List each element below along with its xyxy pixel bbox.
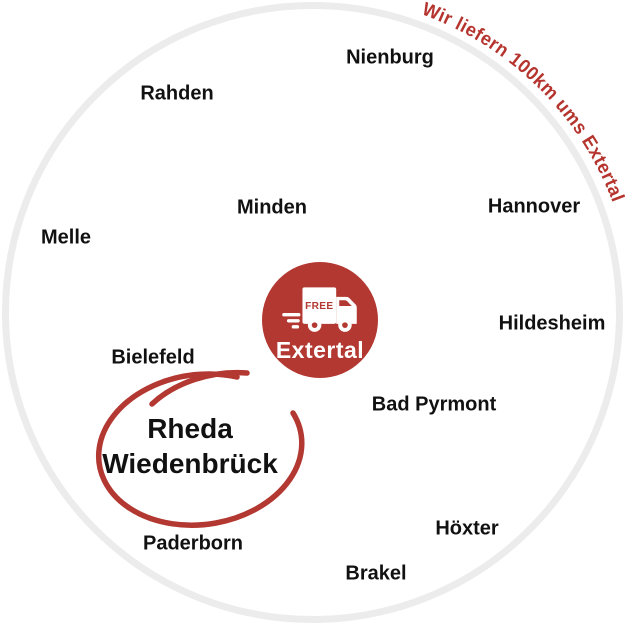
extertal-delivery-badge: FREE Extertal [262,262,378,378]
delivery-truck-icon: FREE [282,287,357,332]
truck-cargo-box [302,287,337,324]
city-label-bad-pyrmont: Bad Pyrmont [371,393,497,416]
truck-wheels [307,318,352,332]
city-label-bielefeld: Bielefeld [111,346,195,369]
highlighted-city-rheda-wiedenbrueck: Rheda Wiedenbrück [102,411,278,481]
highlighted-city-line1: Rheda [147,413,233,444]
speed-lines [282,313,301,329]
city-label-hannover: Hannover [487,195,581,218]
city-label-nienburg: Nienburg [346,46,434,69]
city-label-rahden: Rahden [140,82,214,105]
city-label-hoexter: Höxter [435,517,499,540]
city-label-hildesheim: Hildesheim [498,312,606,335]
city-label-melle: Melle [40,226,92,249]
truck-window [339,300,352,306]
highlighted-city-line2: Wiedenbrück [102,448,278,479]
city-label-minden: Minden [237,196,307,219]
badge-city-label: Extertal [275,337,365,363]
city-label-brakel: Brakel [345,562,407,585]
city-label-paderborn: Paderborn [142,532,244,555]
free-label: FREE [305,301,333,312]
